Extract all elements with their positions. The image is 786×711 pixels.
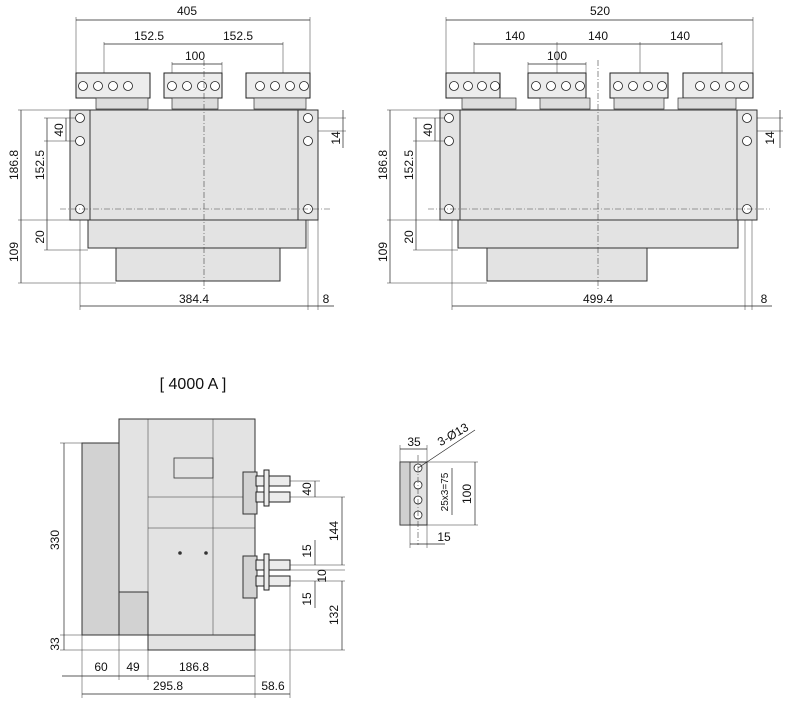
dim-15-b: 15 — [300, 592, 314, 606]
dim-140-3: 140 — [670, 29, 690, 43]
top-view-right — [387, 17, 783, 310]
dim-152-5-vert-left: 152.5 — [33, 150, 47, 180]
dim-33: 33 — [48, 637, 62, 651]
dim-8-left: 8 — [323, 292, 330, 306]
dim-10: 10 — [315, 569, 329, 583]
dimension-labels: 405 152.5 152.5 100 186.8 152.5 40 20 10… — [7, 4, 777, 693]
terminal-group-right — [445, 72, 754, 110]
dim-100-right: 100 — [547, 49, 567, 63]
dim-499-4: 499.4 — [583, 292, 613, 306]
dim-49: 49 — [126, 660, 140, 674]
dim-140-1: 140 — [505, 29, 525, 43]
dim-132: 132 — [327, 605, 341, 625]
dim-100-detail: 100 — [460, 484, 474, 504]
dim-100-left: 100 — [185, 49, 205, 63]
dim-15-detail: 15 — [437, 530, 451, 544]
dim-14-left: 14 — [329, 131, 343, 145]
dim-295-8: 295.8 — [153, 679, 183, 693]
dim-384-4: 384.4 — [179, 292, 209, 306]
top-view-left — [18, 17, 346, 310]
dim-520: 520 — [590, 4, 610, 18]
side-view — [60, 418, 345, 698]
dim-8-right: 8 — [761, 292, 768, 306]
dim-186-8-left: 186.8 — [7, 150, 21, 180]
dim-330: 330 — [48, 530, 62, 550]
dim-405: 405 — [177, 4, 197, 18]
dim-15-a: 15 — [300, 544, 314, 558]
breaker-body-right — [439, 109, 758, 221]
dim-152-5-right: 152.5 — [223, 29, 253, 43]
dim-40-side: 40 — [300, 482, 314, 496]
dim-20-right: 20 — [402, 230, 416, 244]
dim-152-5-vert-right: 152.5 — [402, 150, 416, 180]
terminal-detail — [399, 429, 478, 548]
dim-186-8-side: 186.8 — [179, 660, 209, 674]
dim-40-left: 40 — [52, 123, 66, 137]
dim-14-right: 14 — [763, 131, 777, 145]
dim-58-6: 58.6 — [261, 679, 285, 693]
dim-144: 144 — [327, 521, 341, 541]
dim-60: 60 — [94, 660, 108, 674]
dim-25x3-75: 25x3=75 — [440, 472, 451, 511]
rating-caption: [ 4000 A ] — [160, 376, 227, 393]
dim-140-2: 140 — [588, 29, 608, 43]
breaker-body-left — [69, 109, 319, 221]
dim-109-right: 109 — [376, 242, 390, 262]
dim-35: 35 — [407, 435, 421, 449]
dim-109-left: 109 — [7, 242, 21, 262]
terminal-group-left — [75, 72, 311, 110]
dim-186-8-right: 186.8 — [376, 150, 390, 180]
dim-40-right: 40 — [421, 123, 435, 137]
dim-20-left: 20 — [33, 230, 47, 244]
dim-152-5-left: 152.5 — [134, 29, 164, 43]
